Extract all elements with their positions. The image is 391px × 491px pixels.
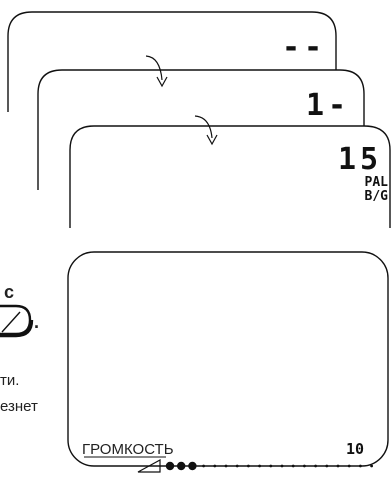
volume-dot-filled xyxy=(188,461,197,471)
volume-dot-empty xyxy=(224,464,228,468)
screen-3-color-system: PAL xyxy=(364,175,388,190)
screen-3-sound-system: B/G xyxy=(364,189,388,204)
screen-2-frame xyxy=(37,69,365,190)
volume-dot-empty xyxy=(280,464,284,468)
volume-dots xyxy=(165,461,373,471)
screen-1-channel: -- xyxy=(282,30,327,65)
volume-dot-empty xyxy=(202,464,206,468)
screen-3-channel: 15 xyxy=(338,142,383,177)
screen-1-frame xyxy=(7,11,337,112)
volume-dot-empty xyxy=(303,464,306,468)
arrow-curved-down-icon xyxy=(194,115,218,146)
arrow-curved-down-icon xyxy=(145,55,168,88)
key-letter: c xyxy=(4,282,15,302)
key-button-icon xyxy=(0,304,34,338)
volume-dot-empty xyxy=(269,464,273,468)
volume-dot-empty xyxy=(291,464,295,468)
volume-dot-empty xyxy=(247,464,250,468)
volume-dot-empty xyxy=(359,464,362,468)
volume-dot-empty xyxy=(235,464,239,468)
volume-dot-empty xyxy=(325,464,329,468)
screen-2-channel: 1- xyxy=(306,88,351,123)
volume-dot-empty xyxy=(370,464,373,468)
volume-dot-empty xyxy=(213,464,217,468)
volume-dot-empty xyxy=(314,464,317,468)
instruction-line-1: ти. xyxy=(0,372,20,389)
volume-screen-frame xyxy=(67,251,389,467)
volume-dot-empty xyxy=(336,464,340,468)
volume-label: ГРОМКОСТЬ xyxy=(82,441,174,458)
volume-dot-filled xyxy=(177,461,186,471)
volume-value: 10 xyxy=(346,440,365,458)
volume-dot-filled xyxy=(165,461,175,471)
screen-3-frame xyxy=(69,125,391,228)
key-period: . xyxy=(34,312,40,332)
volume-dot-empty xyxy=(258,464,261,468)
instruction-line-2: езнет xyxy=(0,398,38,415)
volume-dot-empty xyxy=(347,464,351,468)
volume-ramp-icon xyxy=(137,458,161,473)
